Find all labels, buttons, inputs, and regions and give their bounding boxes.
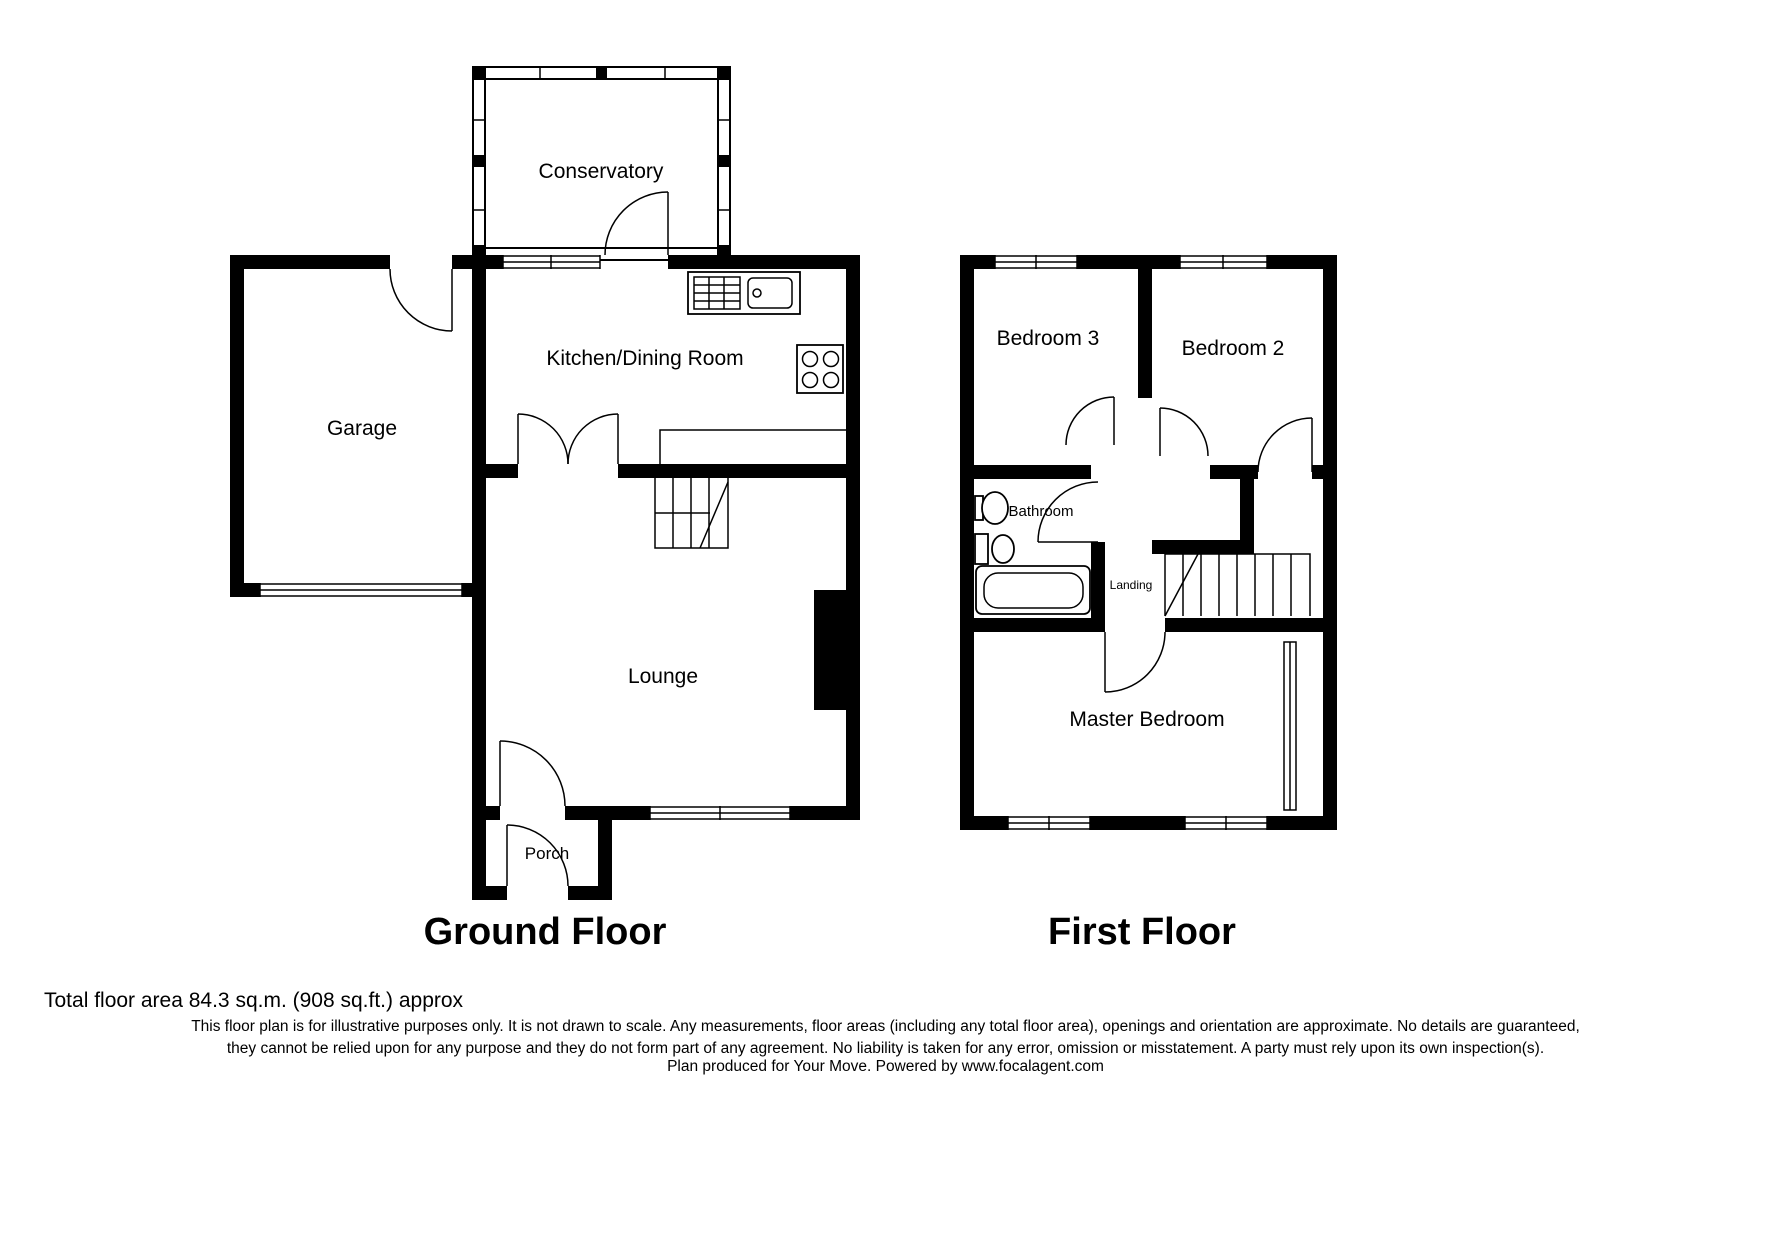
ground-floor-title: Ground Floor bbox=[424, 911, 667, 953]
lounge-label: Lounge bbox=[628, 665, 698, 688]
disclaimer-text: This floor plan is for illustrative purp… bbox=[0, 1016, 1771, 1060]
landing-label: Landing bbox=[1110, 578, 1153, 592]
kitchen-lounge-double-door-arc bbox=[517, 413, 619, 465]
ground-floor-plan: Conservatory Kitchen/Dining Room Garage … bbox=[230, 66, 860, 953]
cupboard-door-arc bbox=[1257, 417, 1313, 473]
bedroom3-label: Bedroom 3 bbox=[997, 327, 1100, 350]
bedroom2-window bbox=[1179, 255, 1268, 269]
master-bedroom-label: Master Bedroom bbox=[1069, 708, 1224, 731]
lounge-porch-door-arc bbox=[499, 740, 566, 807]
porch-entrance-door-arc bbox=[506, 824, 569, 887]
porch-label: Porch bbox=[525, 844, 569, 863]
master-bedroom-window-right bbox=[1184, 816, 1268, 830]
conservatory-glazing bbox=[472, 66, 731, 261]
produced-by-text: Plan produced for Your Move. Powered by … bbox=[667, 1058, 1104, 1075]
bathroom-label: Bathroom bbox=[1008, 503, 1073, 520]
ground-floor-walls bbox=[230, 255, 860, 900]
sink-icon bbox=[687, 271, 801, 315]
garage-label: Garage bbox=[327, 417, 397, 440]
stairs-first-floor-icon bbox=[1164, 553, 1311, 617]
hob-icon bbox=[796, 344, 844, 394]
wardrobe-icon bbox=[1283, 641, 1297, 811]
lounge-window bbox=[649, 806, 791, 820]
kitchen-window bbox=[502, 255, 601, 269]
first-floor-plan: Bedroom 3 Bedroom 2 Bathroom Landing Mas… bbox=[960, 255, 1337, 953]
conservatory-door-arc bbox=[604, 191, 669, 256]
chimney-breast bbox=[814, 590, 846, 710]
toilet-icon bbox=[974, 533, 1015, 565]
garage-side-door-arc bbox=[389, 268, 453, 332]
floor-plan-canvas: Conservatory Kitchen/Dining Room Garage … bbox=[230, 66, 1337, 953]
garage-door bbox=[259, 583, 463, 597]
disclaimer-line-2: they cannot be relied upon for any purpo… bbox=[226, 1040, 1545, 1057]
first-floor-title: First Floor bbox=[1048, 911, 1236, 953]
bath-icon bbox=[975, 565, 1091, 615]
first-floor-walls bbox=[960, 255, 1337, 830]
master-bedroom-door-arc bbox=[1104, 631, 1166, 693]
bedroom3-window bbox=[994, 255, 1078, 269]
basin-icon bbox=[974, 491, 1009, 525]
stairs-icon bbox=[654, 478, 729, 549]
kitchen-dining-label: Kitchen/Dining Room bbox=[546, 347, 743, 370]
bathroom-door-arc bbox=[1037, 481, 1099, 543]
total-floor-area-text: Total floor area 84.3 sq.m. (908 sq.ft.)… bbox=[44, 989, 464, 1012]
disclaimer-line-1: This floor plan is for illustrative purp… bbox=[191, 1018, 1580, 1035]
bedroom3-door-arc bbox=[1065, 396, 1115, 446]
bedroom2-label: Bedroom 2 bbox=[1182, 337, 1285, 360]
kitchen-counter-line bbox=[659, 429, 846, 464]
bedroom2-door-arc bbox=[1159, 407, 1209, 457]
conservatory-label: Conservatory bbox=[539, 160, 664, 183]
master-bedroom-window-left bbox=[1007, 816, 1091, 830]
